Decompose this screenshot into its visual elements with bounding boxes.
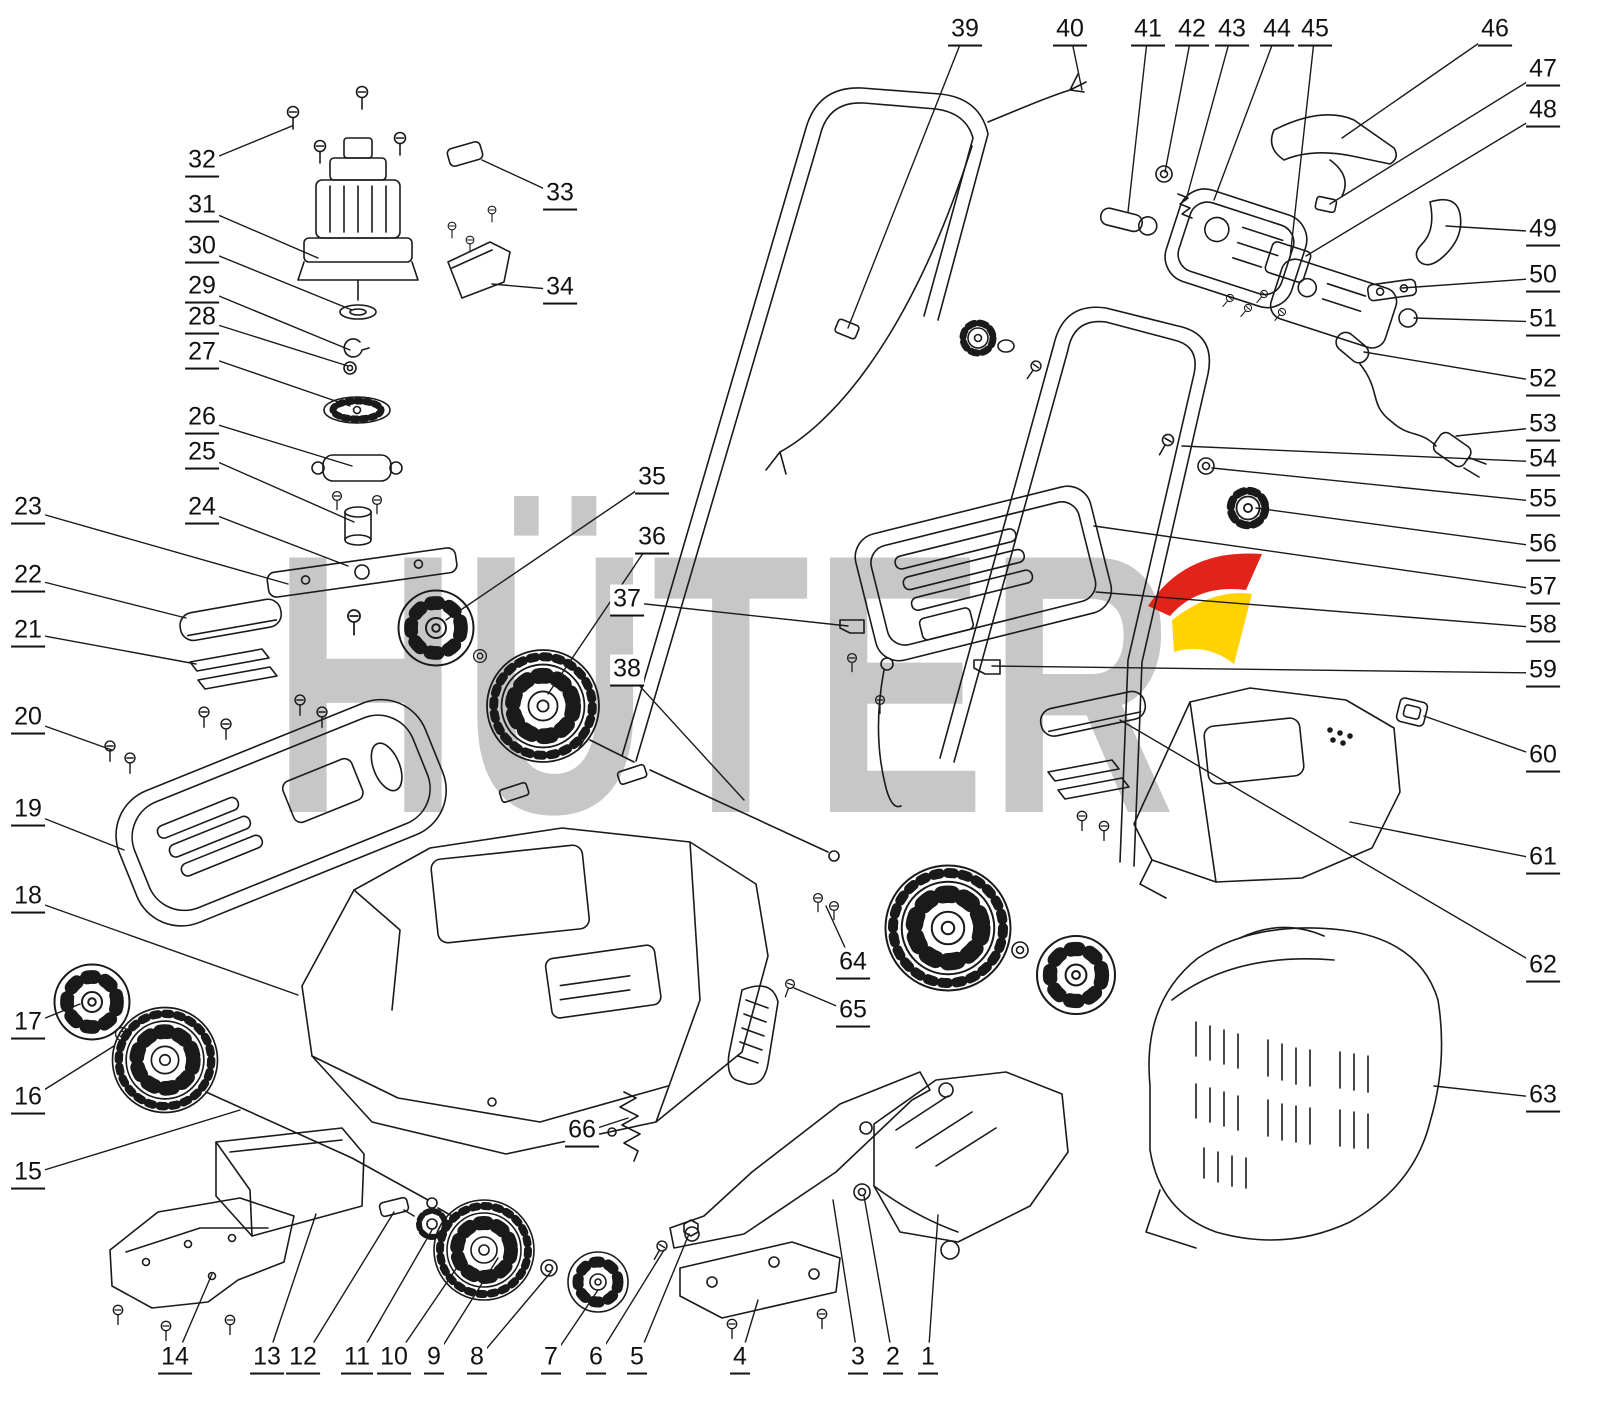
part-label-36: 36 (635, 522, 669, 555)
spring (619, 1091, 641, 1162)
part-label-19: 19 (11, 794, 45, 827)
part-label-25: 25 (185, 437, 219, 470)
base-plate (679, 1241, 841, 1340)
grass-basket (1145, 926, 1443, 1249)
part-label-18: 18 (11, 881, 45, 914)
part-label-46: 46 (1478, 14, 1512, 47)
part-label-54: 54 (1526, 444, 1560, 477)
part-label-14: 14 (158, 1342, 192, 1375)
small-cap (1395, 697, 1429, 727)
part-label-11: 11 (341, 1342, 373, 1375)
part-label-53: 53 (1526, 409, 1560, 442)
part-label-4: 4 (730, 1342, 750, 1375)
part-label-66: 66 (565, 1115, 599, 1148)
part-label-6: 6 (586, 1342, 606, 1375)
part-label-47: 47 (1526, 54, 1560, 87)
part-label-39: 39 (948, 14, 982, 47)
part-label-5: 5 (627, 1342, 647, 1375)
part-label-17: 17 (11, 1007, 45, 1040)
part-label-38: 38 (610, 654, 644, 687)
part-label-31: 31 (185, 190, 219, 223)
part-label-10: 10 (377, 1342, 411, 1375)
part-label-57: 57 (1526, 572, 1560, 605)
part-label-61: 61 (1526, 842, 1560, 875)
upper-deck-cover (854, 485, 1113, 662)
part-label-60: 60 (1526, 740, 1560, 773)
part-label-15: 15 (11, 1157, 45, 1190)
part-label-41: 41 (1131, 14, 1165, 47)
part-label-40: 40 (1053, 14, 1087, 47)
logo-swoosh-yellow (1172, 593, 1252, 664)
height-lever (669, 985, 954, 1249)
part-label-26: 26 (185, 402, 219, 435)
part-label-55: 55 (1526, 484, 1560, 517)
part-label-50: 50 (1526, 260, 1560, 293)
part-label-48: 48 (1526, 95, 1560, 128)
lower-handle (939, 306, 1265, 867)
part-label-30: 30 (185, 231, 219, 264)
part-label-28: 28 (185, 302, 219, 335)
part-label-12: 12 (286, 1342, 320, 1375)
switch-assembly (1099, 114, 1487, 478)
rear-flap (873, 1071, 1069, 1260)
part-label-8: 8 (467, 1342, 487, 1375)
part-label-63: 63 (1526, 1080, 1560, 1113)
blade (266, 547, 458, 636)
part-label-62: 62 (1526, 950, 1560, 983)
part-label-13: 13 (250, 1342, 284, 1375)
rear-bumper (1039, 690, 1147, 842)
part-label-33: 33 (543, 178, 577, 211)
rear-cover (1133, 687, 1401, 899)
front-bumper-and-strips (104, 598, 328, 775)
part-label-37: 37 (610, 584, 644, 617)
motor-assembly (286, 85, 419, 546)
part-label-49: 49 (1526, 214, 1560, 247)
part-label-44: 44 (1260, 14, 1294, 47)
part-label-35: 35 (635, 462, 669, 495)
part-label-32: 32 (185, 145, 219, 178)
part-label-21: 21 (11, 615, 45, 648)
part-label-24: 24 (185, 492, 219, 525)
part-label-29: 29 (185, 271, 219, 304)
part-label-3: 3 (848, 1342, 868, 1375)
part-label-27: 27 (185, 337, 219, 370)
deck-cover-plate (215, 1127, 365, 1237)
motor-bracket (447, 205, 511, 299)
motor-cap (446, 141, 484, 167)
main-deck (301, 763, 769, 1155)
part-label-23: 23 (11, 492, 45, 525)
part-label-42: 42 (1175, 14, 1209, 47)
part-label-34: 34 (543, 272, 577, 305)
part-label-59: 59 (1526, 655, 1560, 688)
part-label-58: 58 (1526, 610, 1560, 643)
watermark-text: HÜTER (272, 478, 1179, 891)
link-rod (577, 735, 840, 862)
part-label-45: 45 (1298, 14, 1332, 47)
part-label-56: 56 (1526, 529, 1560, 562)
part-label-52: 52 (1526, 364, 1560, 397)
part-label-16: 16 (11, 1082, 45, 1115)
part-label-22: 22 (11, 560, 45, 593)
huter-logo-swoosh (1148, 553, 1262, 664)
part-label-51: 51 (1526, 304, 1560, 337)
hanger-hook (1415, 198, 1462, 266)
part-label-7: 7 (541, 1342, 561, 1375)
upper-handle (621, 73, 1087, 762)
motor-cover-left (115, 698, 448, 927)
part-label-65: 65 (836, 995, 870, 1028)
cover-latches (839, 619, 1001, 715)
part-label-9: 9 (424, 1342, 444, 1375)
part-label-64: 64 (836, 947, 870, 980)
logo-swoosh-red (1148, 553, 1262, 616)
part-label-43: 43 (1215, 14, 1249, 47)
part-label-1: 1 (918, 1342, 938, 1375)
part-label-20: 20 (11, 702, 45, 735)
part-label-2: 2 (883, 1342, 903, 1375)
